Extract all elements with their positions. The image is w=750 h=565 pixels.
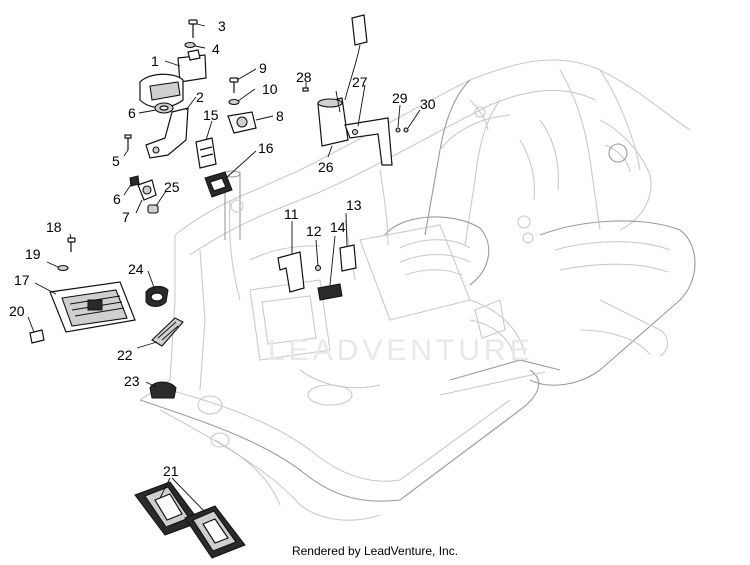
callout-30: 30 — [420, 96, 436, 112]
part-bracket-11 — [277, 251, 305, 293]
part-screw-12 — [314, 264, 322, 272]
callout-5: 5 — [112, 153, 120, 169]
part-relay-13 — [339, 244, 357, 272]
part-connector-24 — [145, 285, 169, 307]
part-grommet-6-lower — [129, 175, 140, 187]
callout-26: 26 — [318, 159, 334, 175]
part-relay-26 — [317, 14, 368, 147]
callout-numbers: 3 4 1 2 6 5 6 7 25 9 10 8 15 16 28 27 26… — [9, 18, 436, 479]
leader-lines — [27, 23, 421, 513]
part-screw-29 — [395, 127, 401, 133]
part-clamp-7 — [137, 179, 157, 201]
part-screw-30 — [403, 127, 409, 133]
scooter-frame — [139, 59, 696, 521]
callout-9: 9 — [259, 60, 267, 76]
part-holder-14 — [317, 283, 343, 301]
part-fuse-holder-15 — [195, 137, 217, 169]
callout-22: 22 — [117, 347, 133, 363]
part-screw-5 — [124, 134, 132, 150]
callout-13: 13 — [346, 197, 362, 213]
callout-27: 27 — [352, 74, 368, 90]
callout-18: 18 — [46, 219, 62, 235]
part-grommet-23 — [149, 381, 177, 399]
footer-credit: Rendered by LeadVenture, Inc. — [291, 544, 459, 558]
callout-29: 29 — [392, 90, 408, 106]
callout-7: 7 — [122, 209, 130, 225]
callout-4: 4 — [212, 41, 220, 57]
callout-16: 16 — [258, 140, 274, 156]
callout-12: 12 — [306, 223, 322, 239]
callout-25: 25 — [164, 179, 180, 195]
callout-8: 8 — [276, 108, 284, 124]
watermark-text: LEADVENTURE — [268, 334, 534, 367]
callout-19: 19 — [25, 246, 41, 262]
callout-17: 17 — [14, 272, 30, 288]
part-washer-19 — [57, 264, 69, 272]
callout-6-upper: 6 — [128, 105, 136, 121]
part-ignition-switch-1 — [139, 49, 207, 109]
part-pad-21-right — [184, 505, 246, 559]
callout-1: 1 — [151, 53, 159, 69]
part-ecu-17 — [49, 281, 136, 333]
part-sensor-8 — [227, 111, 257, 134]
part-bracket-27 — [344, 117, 393, 166]
part-screw-28 — [302, 87, 309, 92]
callout-10: 10 — [262, 81, 278, 97]
part-plate-22 — [151, 317, 184, 347]
part-screw-18 — [67, 237, 76, 252]
part-grommet-6-upper — [154, 102, 174, 114]
part-washer-10 — [228, 98, 240, 106]
callout-14: 14 — [330, 219, 346, 235]
callout-23: 23 — [124, 373, 140, 389]
callout-2: 2 — [196, 89, 204, 105]
part-screw-9 — [229, 77, 239, 93]
part-nut-25 — [147, 204, 159, 214]
part-screw-3 — [188, 19, 198, 38]
part-washer-4 — [184, 41, 196, 49]
callout-20: 20 — [9, 303, 25, 319]
callout-15: 15 — [203, 107, 219, 123]
callout-3: 3 — [218, 18, 226, 34]
callout-11: 11 — [284, 206, 299, 222]
callout-24: 24 — [128, 261, 144, 277]
part-clip-20 — [29, 329, 45, 344]
part-cover-16 — [204, 171, 233, 198]
part-pad-21-left — [134, 481, 201, 536]
callout-21: 21 — [163, 463, 179, 479]
callout-28: 28 — [296, 69, 312, 85]
part-bracket-2 — [145, 107, 189, 159]
callout-6-lower: 6 — [113, 191, 121, 207]
